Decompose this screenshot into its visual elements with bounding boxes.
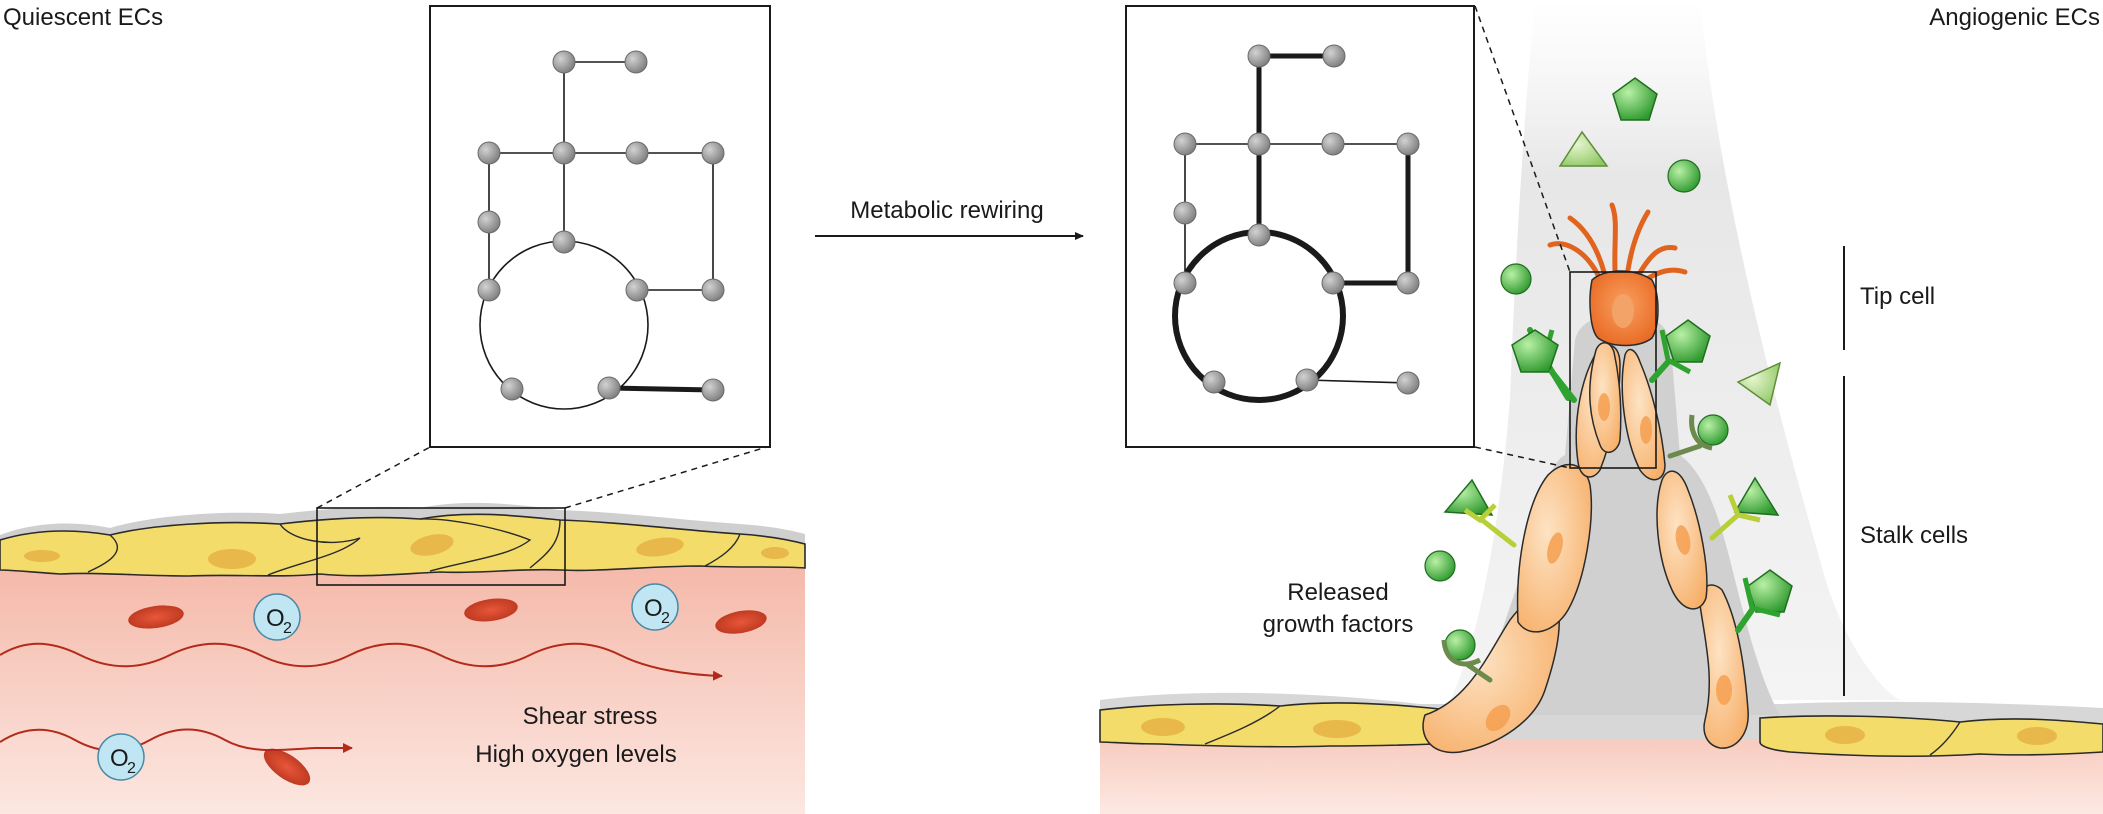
released-growth-factors-label: Released (1287, 579, 1388, 606)
metabolic-network-angiogenic (1125, 5, 1475, 448)
flow-arrow-upper (0, 642, 723, 681)
svg-text:2: 2 (283, 620, 292, 637)
oxygen-levels-label: High oxygen levels (475, 741, 676, 768)
zoom-region-right (1569, 271, 1657, 469)
tip-cell-label: Tip cell (1860, 283, 1935, 310)
metabolic-network-quiescent (429, 5, 771, 448)
released-growth-factors-label-line2: growth factors (1263, 611, 1414, 638)
svg-text:O: O (110, 745, 129, 772)
quiescent-title: Quiescent ECs (3, 4, 163, 31)
red-blood-cells (128, 598, 767, 786)
oxygen-bubble: O 2 (253, 593, 301, 641)
shear-stress-label: Shear stress (523, 703, 658, 730)
svg-text:2: 2 (661, 610, 670, 627)
flow-arrow-lower (0, 728, 353, 754)
svg-text:2: 2 (127, 760, 136, 777)
oxygen-bubble: O 2 (97, 733, 145, 781)
angiogenic-title: Angiogenic ECs (1929, 4, 2100, 31)
metabolic-rewiring-label: Metabolic rewiring (850, 197, 1043, 224)
growth-factors (1424, 77, 1793, 683)
oxygen-bubble: O 2 (631, 583, 679, 631)
zoom-region-left (316, 507, 566, 586)
svg-text:O: O (644, 595, 663, 622)
stalk-cells-label: Stalk cells (1860, 522, 1968, 549)
tip-cell (1547, 202, 1688, 347)
svg-text:O: O (266, 605, 285, 632)
